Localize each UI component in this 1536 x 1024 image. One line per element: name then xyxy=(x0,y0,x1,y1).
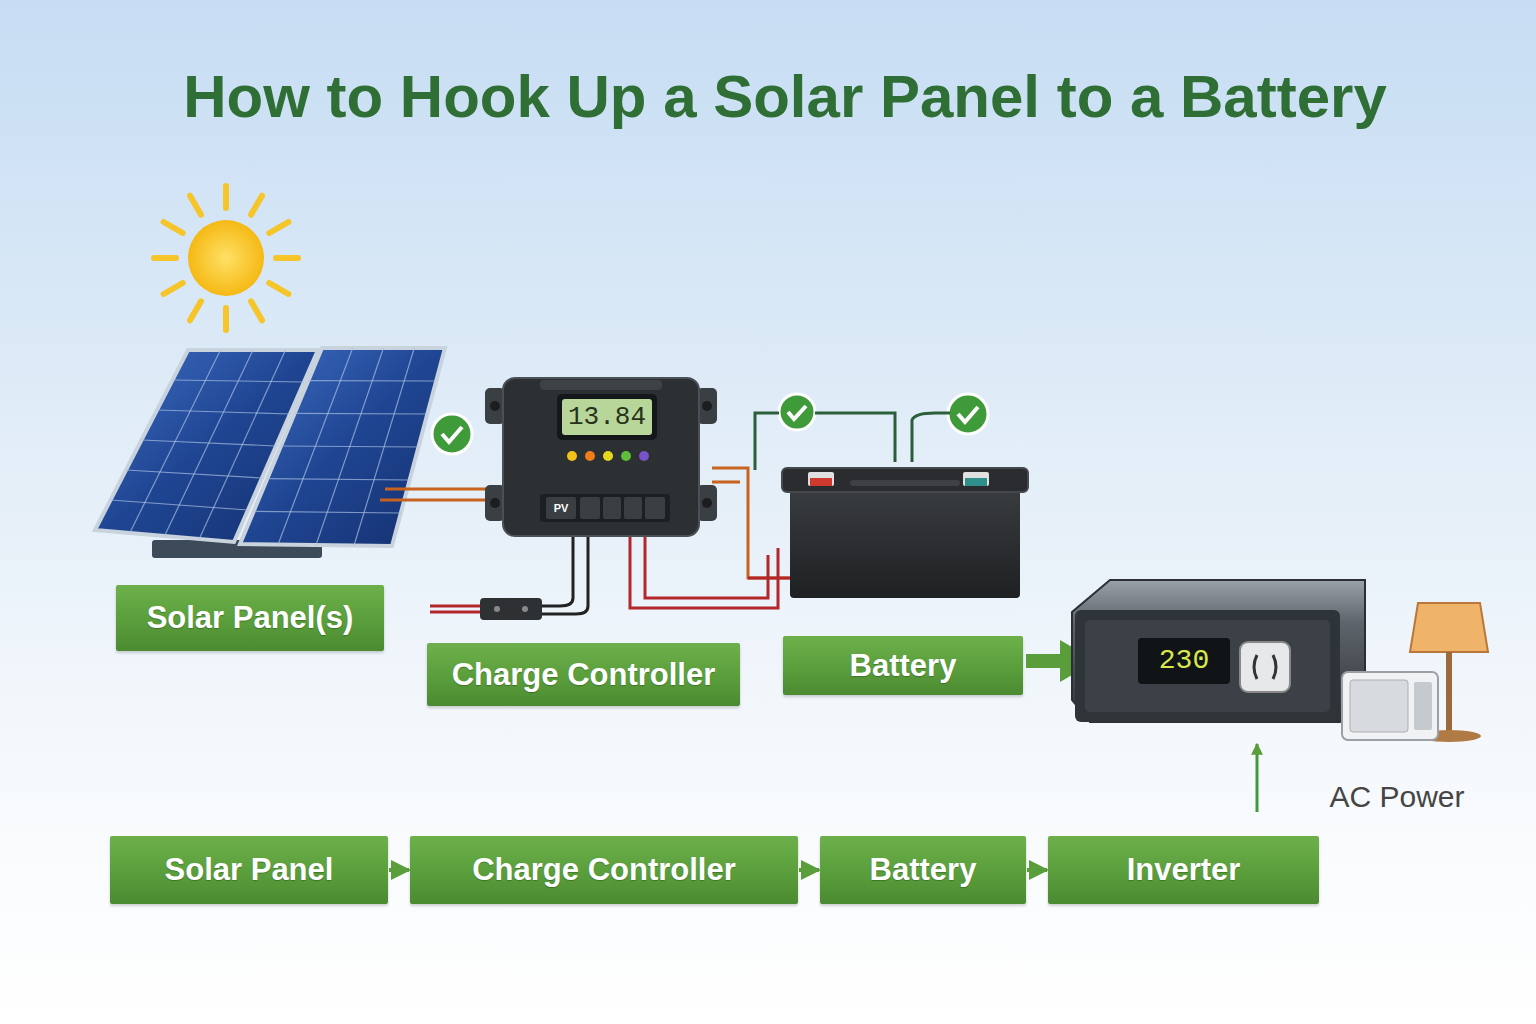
terminal-label: PV xyxy=(554,503,569,514)
appliance xyxy=(1342,672,1438,740)
component-label: Battery xyxy=(783,636,1023,695)
flow-step: Solar Panel xyxy=(110,836,388,904)
box-label: Inverter xyxy=(1127,852,1241,888)
flow-arrow xyxy=(1027,868,1047,872)
pv-wire xyxy=(380,489,487,500)
display-reading: 13.84 xyxy=(568,404,646,430)
component-label: Charge Controller xyxy=(427,643,740,706)
sun xyxy=(188,220,264,296)
flow-step: Battery xyxy=(820,836,1026,904)
box-label: Charge Controller xyxy=(472,852,736,888)
box-label: Charge Controller xyxy=(452,657,716,693)
flow-arrow xyxy=(389,868,409,872)
battery-wire xyxy=(630,532,778,608)
flow-step: Inverter xyxy=(1048,836,1319,904)
fuse-holder xyxy=(480,598,542,620)
box-label: Solar Panel(s) xyxy=(147,600,354,636)
box-label: Battery xyxy=(870,852,977,888)
charge-controller xyxy=(485,378,717,536)
display-reading: 230 xyxy=(1159,647,1209,675)
component-label: Solar Panel(s) xyxy=(116,585,384,651)
box-label: Solar Panel xyxy=(165,852,334,888)
title: How to Hook Up a Solar Panel to a Batter… xyxy=(183,62,1387,131)
panel-cells xyxy=(111,348,437,546)
flow-arrow xyxy=(799,868,819,872)
load-wire xyxy=(430,606,480,612)
box-label: Battery xyxy=(850,648,957,684)
flow-arrow xyxy=(1256,744,1259,812)
inverter-symbol xyxy=(1072,580,1365,722)
sense-wire xyxy=(755,413,950,470)
sun-rays xyxy=(154,186,298,330)
solar-panel xyxy=(240,348,445,546)
load-wire xyxy=(540,532,588,614)
flow-step: Charge Controller xyxy=(410,836,798,904)
battery-symbol xyxy=(782,468,1028,598)
output-label: AC Power xyxy=(1329,782,1464,812)
